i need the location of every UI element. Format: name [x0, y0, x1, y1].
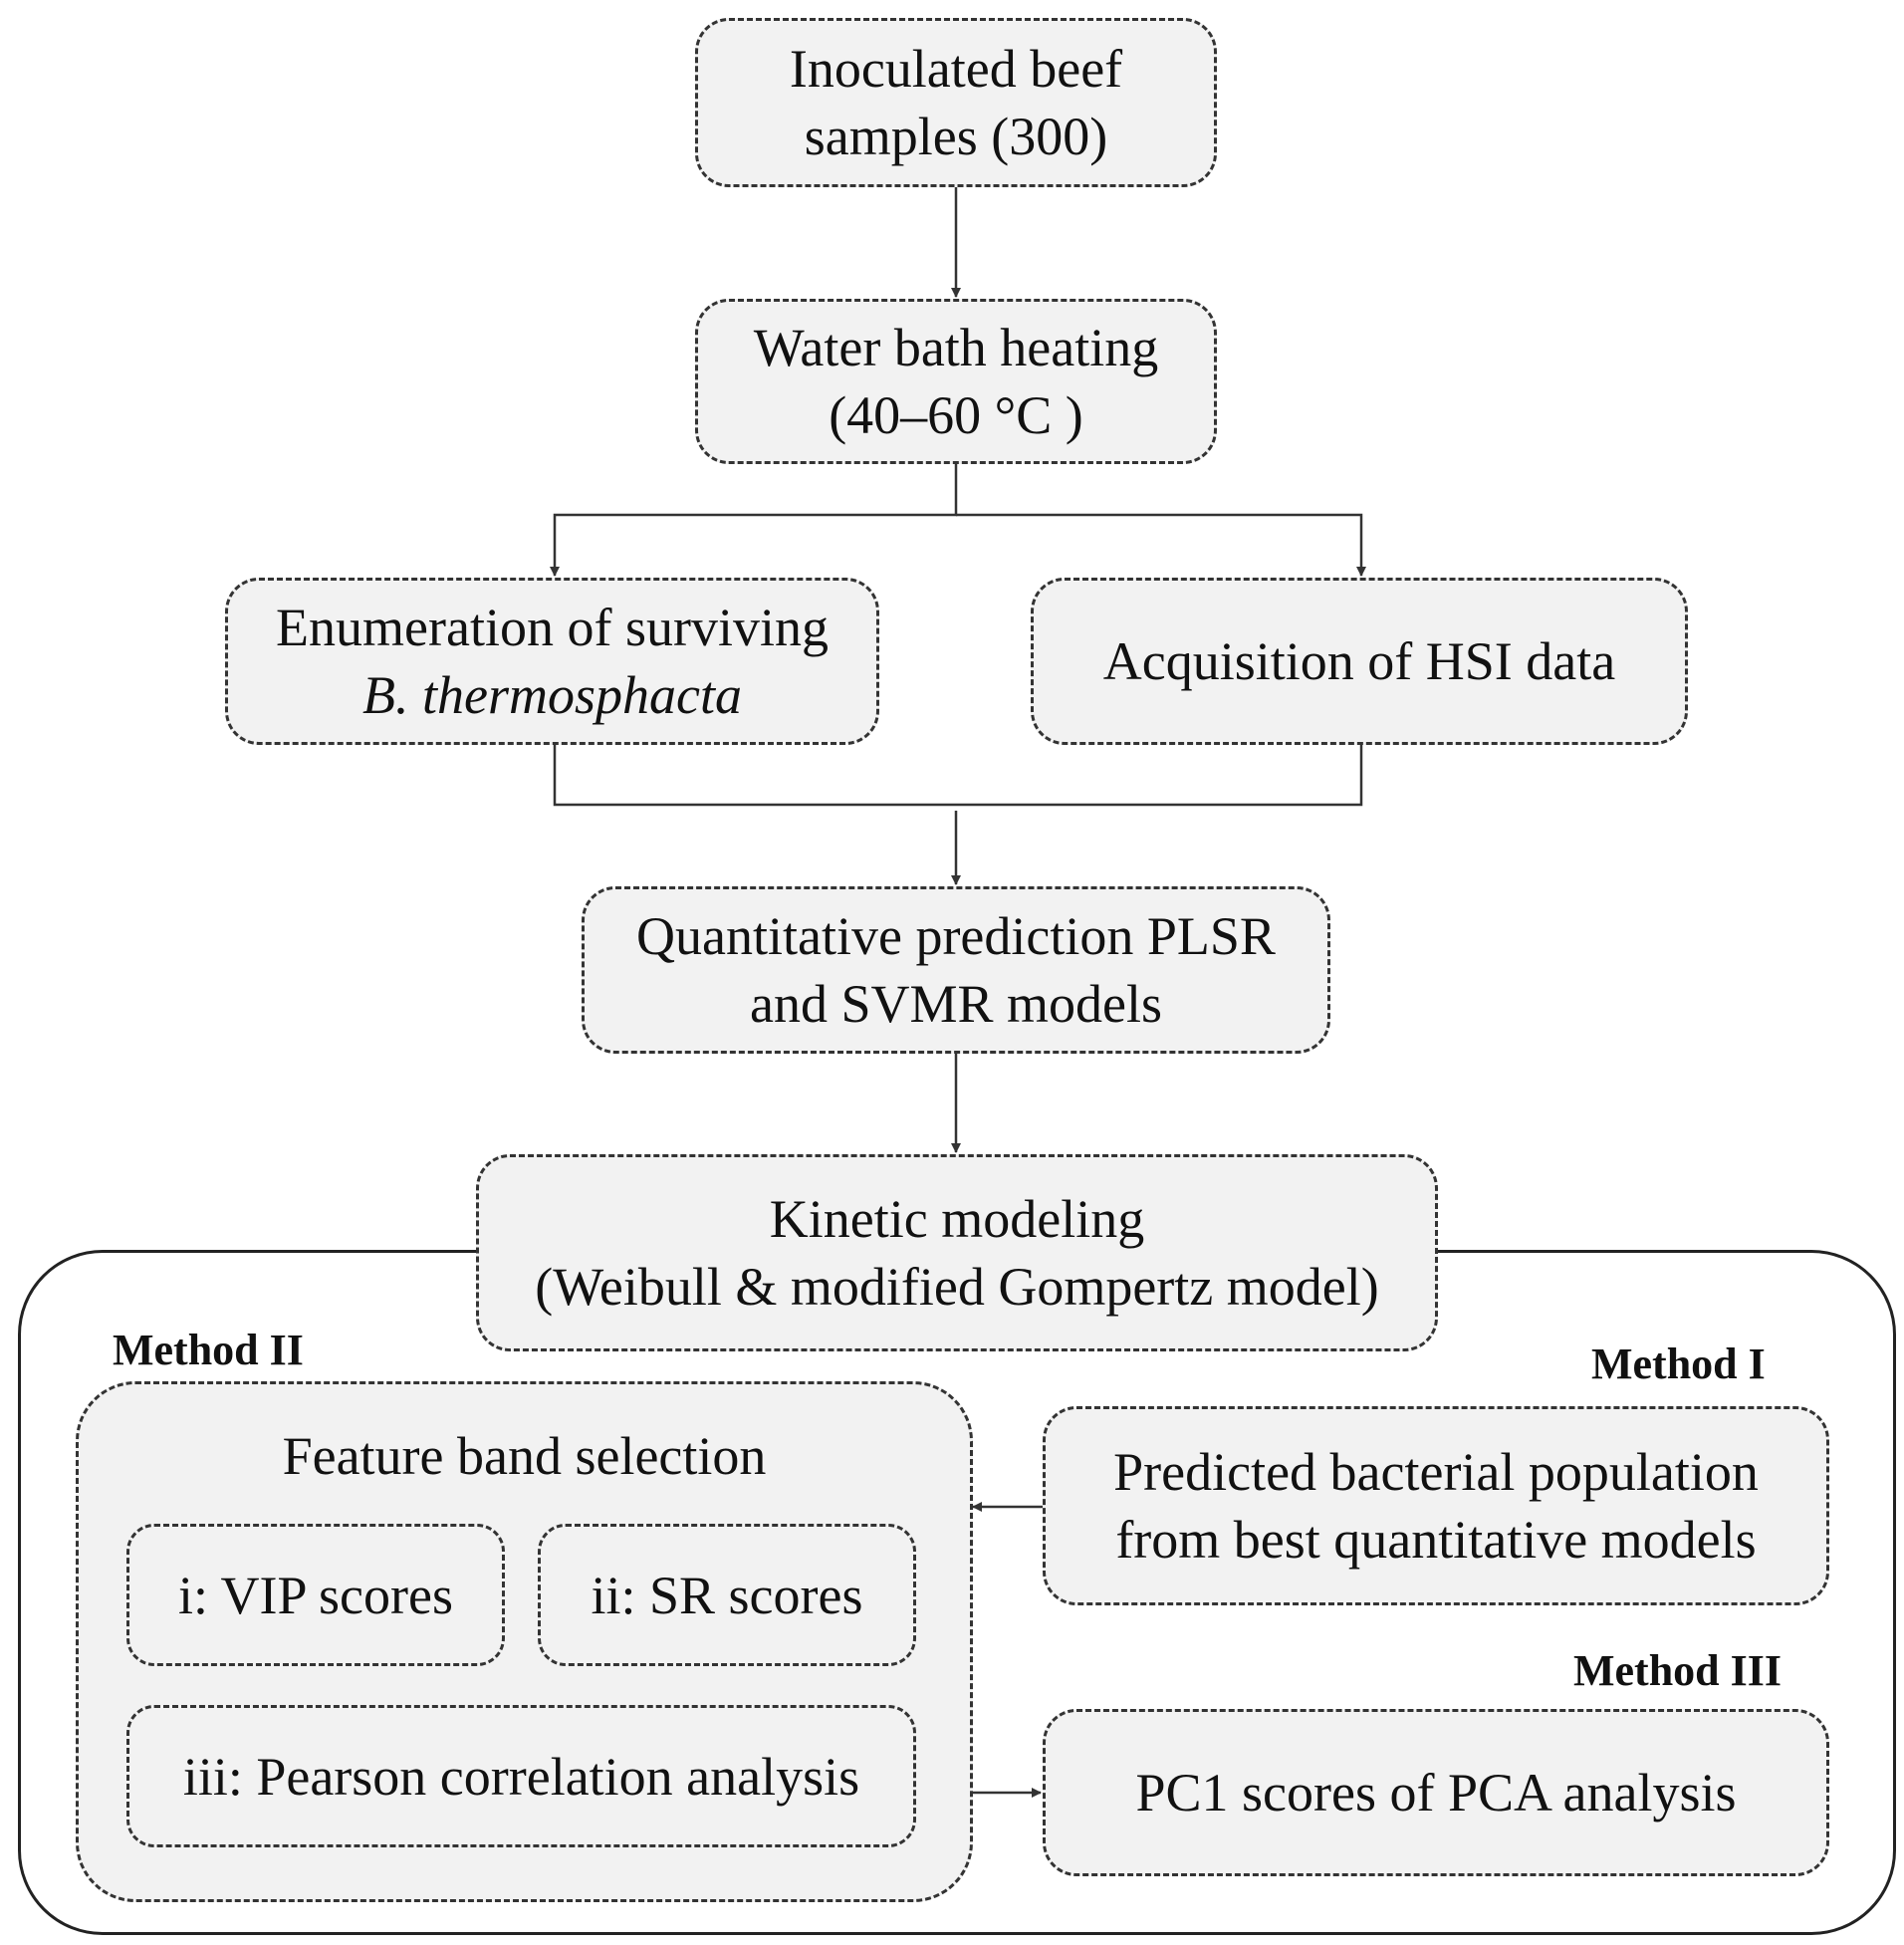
kinetic-box: Kinetic modeling (Weibull & modified Gom…: [476, 1154, 1438, 1351]
enumeration-box: Enumeration of surviving B. thermosphact…: [225, 578, 879, 745]
inoculated-beef-box: Inoculated beef samples (300): [695, 18, 1217, 187]
predicted-line1: Predicted bacterial population: [1113, 1442, 1759, 1502]
vip-scores-box: i: VIP scores: [126, 1524, 505, 1666]
predicted-population-box: Predicted bacterial population from best…: [1043, 1406, 1829, 1605]
acquisition-box: Acquisition of HSI data: [1031, 578, 1688, 745]
water-bath-line2: (40–60 °C ): [829, 385, 1083, 445]
split-line-right: [956, 513, 1366, 577]
acquisition-line1: Acquisition of HSI data: [1102, 631, 1616, 691]
feature-band-title: Feature band selection: [282, 1426, 767, 1486]
pearson-text: iii: Pearson correlation analysis: [182, 1746, 860, 1807]
sr-scores-text: ii: SR scores: [591, 1565, 863, 1625]
enumeration-line1: Enumeration of surviving: [276, 598, 829, 657]
inoculated-line2: samples (300): [804, 107, 1108, 166]
quantitative-line1: Quantitative prediction PLSR: [636, 906, 1276, 966]
pc1-scores-box: PC1 scores of PCA analysis: [1043, 1709, 1829, 1876]
sr-scores-box: ii: SR scores: [538, 1524, 916, 1666]
merge-line: [553, 745, 1363, 807]
water-bath-line1: Water bath heating: [753, 318, 1159, 377]
pc1-text: PC1 scores of PCA analysis: [1135, 1763, 1737, 1823]
water-bath-box: Water bath heating (40–60 °C ): [695, 299, 1217, 464]
pearson-box: iii: Pearson correlation analysis: [126, 1705, 916, 1847]
kinetic-line1: Kinetic modeling: [769, 1189, 1145, 1249]
inoculated-line1: Inoculated beef: [789, 39, 1123, 99]
quantitative-line2: and SVMR models: [749, 974, 1163, 1034]
enumeration-line2: B. thermosphacta: [362, 665, 742, 725]
method-1-label: Method I: [1591, 1339, 1766, 1388]
vip-scores-text: i: VIP scores: [178, 1565, 453, 1625]
kinetic-line2: (Weibull & modified Gompertz model): [535, 1257, 1379, 1317]
method-3-label: Method III: [1573, 1646, 1783, 1695]
quantitative-box: Quantitative prediction PLSR and SVMR mo…: [582, 886, 1330, 1054]
split-line: [550, 464, 958, 577]
method-2-label: Method II: [113, 1326, 304, 1374]
predicted-line2: from best quantitative models: [1115, 1510, 1757, 1570]
